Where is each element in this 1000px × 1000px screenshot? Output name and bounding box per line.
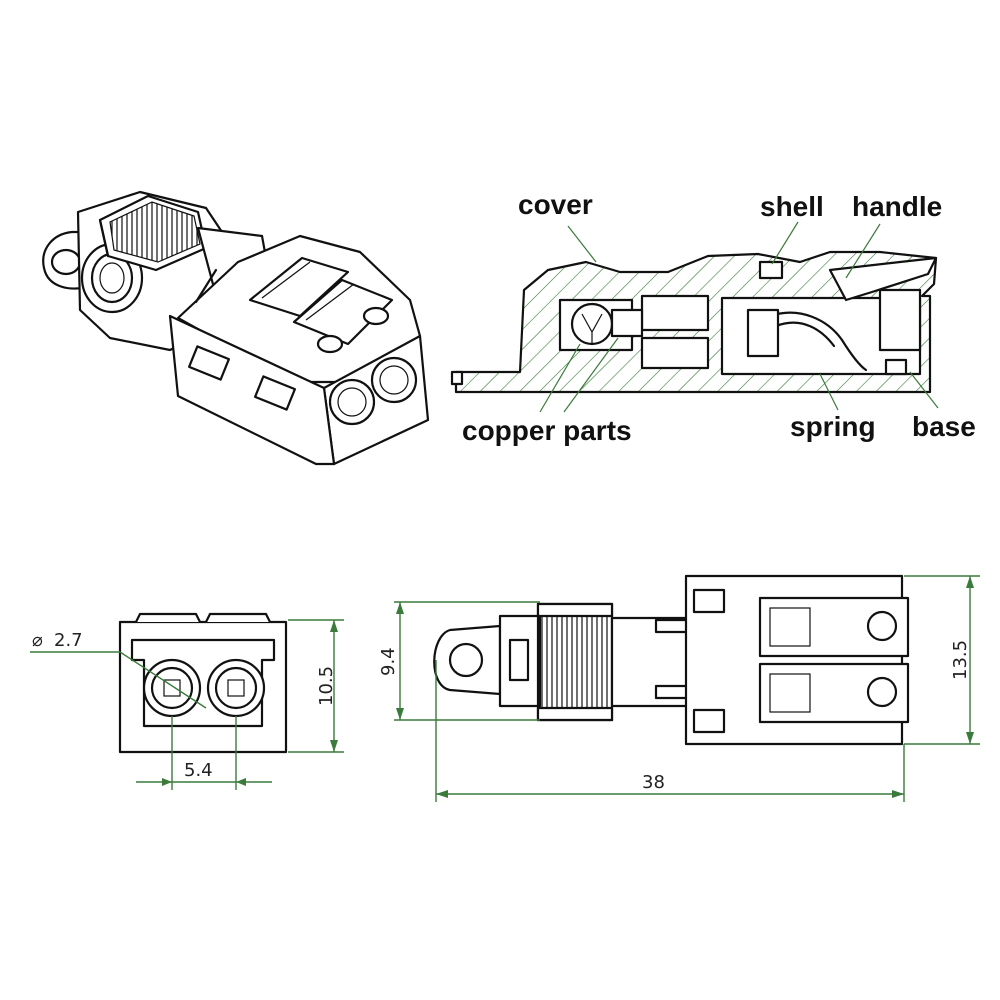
label-handle: handle [852, 191, 942, 222]
label-cover: cover [518, 189, 593, 220]
dim-length: 38 [642, 772, 665, 793]
dim-front-height: 10.5 [316, 666, 337, 706]
top-view [433, 574, 910, 746]
dim-cable-height: 9.4 [378, 647, 399, 676]
diameter-symbol: ⌀ [32, 630, 43, 651]
isometric-view [42, 190, 430, 466]
label-copper-parts: copper parts [462, 415, 632, 446]
label-spring: spring [790, 411, 876, 442]
front-view [118, 612, 288, 754]
top-view-dimensions: 9.4 13.5 38 [378, 575, 980, 802]
dim-body-height: 13.5 [950, 640, 971, 680]
dim-diameter: 2.7 [54, 630, 83, 651]
cross-section-view [450, 250, 938, 394]
leader-lines [539, 221, 939, 413]
label-shell: shell [760, 191, 824, 222]
label-base: base [912, 411, 976, 442]
front-view-dimensions: ⌀ 2.7 5.4 10.5 [30, 619, 344, 790]
dim-pitch: 5.4 [184, 760, 213, 781]
